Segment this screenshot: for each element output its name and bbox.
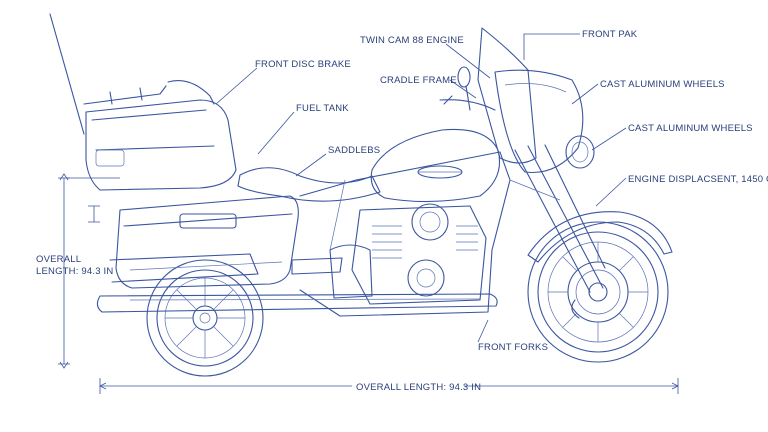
floorboard bbox=[291, 257, 343, 275]
rear-wheel bbox=[146, 259, 264, 377]
callout-twin-cam-engine: TWIN CAM 88 ENGINE bbox=[360, 35, 464, 46]
callout-cradle-frame: CRADLE FRAME bbox=[380, 75, 457, 86]
fuel-tank bbox=[370, 128, 501, 203]
seat bbox=[237, 167, 381, 202]
handlebar bbox=[439, 66, 496, 111]
vertical-dim-label-line1: OVERALL bbox=[36, 254, 81, 265]
crash-bar bbox=[109, 253, 259, 283]
exhaust bbox=[96, 293, 498, 313]
antenna bbox=[49, 13, 85, 135]
callout-cast-aluminum-wheels-2: CAST ALUMINUM WHEELS bbox=[628, 123, 753, 134]
frame bbox=[299, 151, 561, 317]
callout-saddlebs: SADDLEBS bbox=[328, 145, 380, 156]
callout-front-pak: FRONT PAK bbox=[582, 29, 638, 40]
tour-pack bbox=[83, 80, 237, 191]
engine bbox=[329, 203, 487, 305]
callout-leaders bbox=[215, 33, 627, 343]
horizontal-dim-label: OVERALL LENGTH: 94.3 IN bbox=[356, 382, 481, 393]
front-wheel bbox=[527, 221, 669, 363]
callout-front-forks: FRONT FORKS bbox=[478, 342, 548, 353]
callout-fuel-tank: FUEL TANK bbox=[296, 103, 349, 114]
callout-engine-displacement: ENGINE DISPLACSENT, 1450 CC bbox=[628, 174, 768, 185]
vertical-dimension bbox=[58, 173, 120, 369]
fairing bbox=[477, 27, 595, 174]
vertical-dim-label-line2: LENGTH: 94.3 IN bbox=[36, 266, 113, 277]
callout-cast-aluminum-wheels-1: CAST ALUMINUM WHEELS bbox=[600, 79, 725, 90]
front-fender bbox=[527, 211, 673, 263]
saddlebag bbox=[115, 195, 299, 289]
horizontal-dim-label-bg bbox=[352, 379, 464, 393]
callout-front-disc-brake: FRONT DISC BRAKE bbox=[255, 59, 351, 70]
front-forks bbox=[514, 144, 606, 293]
